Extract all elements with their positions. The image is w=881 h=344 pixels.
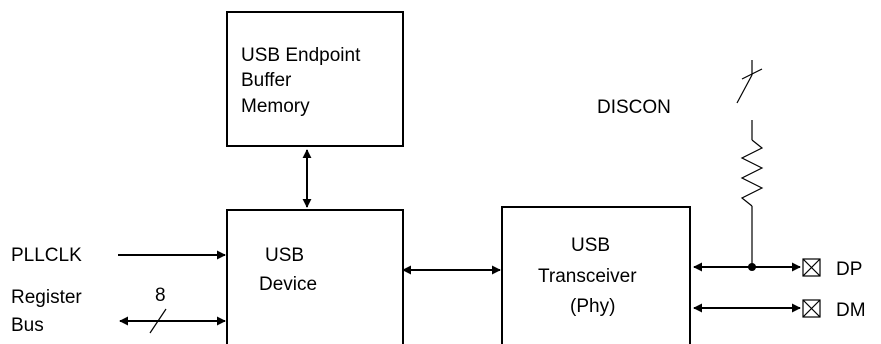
transceiver-label-line2: Transceiver [538, 266, 637, 287]
bus-width-slash [149, 308, 167, 334]
buffer-memory-label-line1: USB Endpoint [241, 45, 361, 66]
dm-pad-icon [802, 299, 821, 318]
usb-device-label-line2: Device [259, 274, 317, 295]
transceiver-label-line3: (Phy) [570, 296, 615, 317]
bus-width-label: 8 [155, 285, 166, 306]
pllclk-label: PLLCLK [11, 245, 82, 266]
usb-device-label-line1: USB [265, 245, 304, 266]
discon-switch-tick [741, 68, 763, 80]
discon-switch-arm [736, 74, 753, 104]
transceiver-block: USB Transceiver (Phy) [501, 206, 691, 344]
dm-label: DM [836, 300, 866, 321]
register-bus-label-line2: Bus [11, 315, 44, 336]
pullup-resistor [740, 139, 764, 207]
buffer-memory-block: USB Endpoint Buffer Memory [226, 11, 404, 147]
usb-device-block: USB Device [226, 209, 404, 344]
transceiver-label-line1: USB [571, 235, 610, 256]
buffer-memory-label-line2: Buffer [241, 70, 292, 91]
register-bus-label-line1: Register [11, 287, 82, 308]
discon-label: DISCON [597, 97, 671, 118]
dp-label: DP [836, 259, 862, 280]
buffer-memory-label-line3: Memory [241, 96, 310, 117]
dp-pad-icon [802, 258, 821, 277]
